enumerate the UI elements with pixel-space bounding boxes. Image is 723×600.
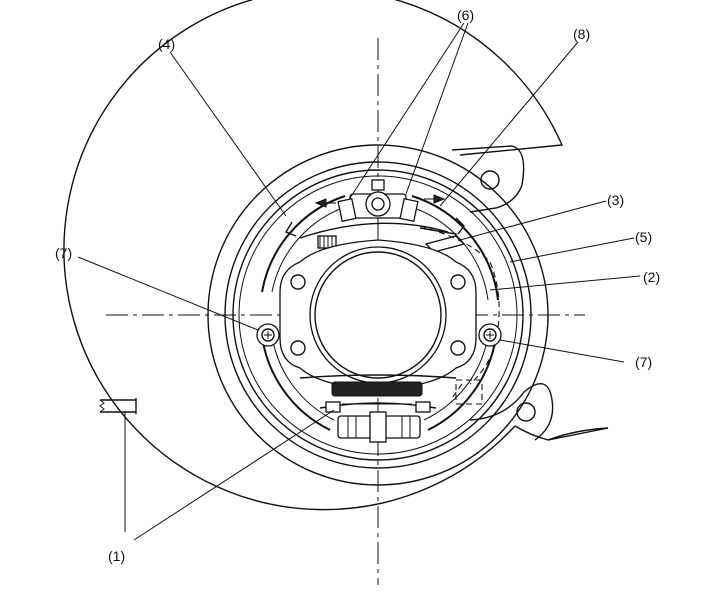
callout-2: (2)	[643, 269, 660, 285]
callout-5: (5)	[635, 229, 652, 245]
callout-3: (3)	[607, 192, 624, 208]
drum-rings	[207, 144, 549, 486]
callout-8: (8)	[573, 26, 590, 42]
axle-flange	[279, 239, 477, 391]
callout-7-left: (7)	[55, 245, 72, 261]
adjuster-assembly	[299, 374, 457, 443]
backing-plate-outline	[63, 0, 609, 511]
callout-4: (4)	[158, 36, 175, 52]
callout-1: (1)	[108, 548, 125, 564]
leader-lines	[77, 22, 641, 541]
parking-brake-lever	[419, 225, 500, 405]
brake-pipe-stub	[99, 398, 137, 532]
callout-6: (6)	[457, 7, 474, 23]
brake-shoes	[261, 195, 499, 431]
callout-7-right: (7)	[635, 354, 652, 370]
wheel-cylinder	[314, 179, 446, 223]
upper-spring	[299, 222, 466, 253]
hold-down-pins	[256, 323, 502, 347]
callout-labels: (4) (6) (8) (3) (5) (2) (7) (7) (1)	[55, 7, 660, 564]
